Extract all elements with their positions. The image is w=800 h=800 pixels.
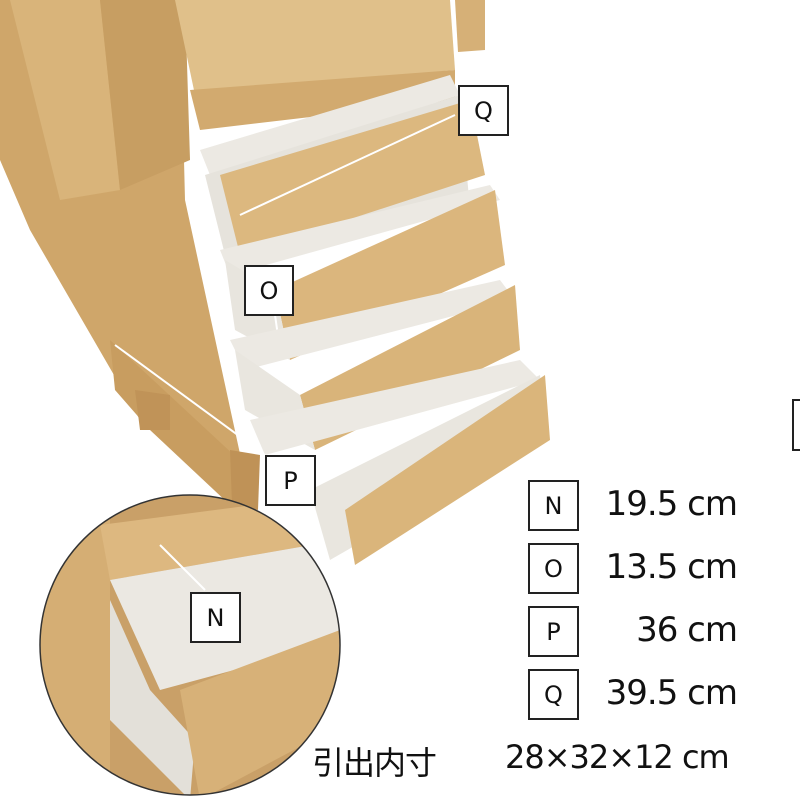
legend-key-q: Q [528, 669, 579, 720]
top-drawer [175, 0, 455, 95]
legend-value-p: 36 cm [636, 610, 738, 650]
legend-value-q: 39.5 cm [605, 673, 738, 713]
partial-label-box [792, 399, 800, 451]
cabinet-post [10, 0, 120, 200]
legend-value-o: 13.5 cm [605, 547, 738, 587]
photo-label-q: Q [458, 85, 509, 136]
legend-key-n: N [528, 480, 579, 531]
inner-size-value: 28×32×12 cm [505, 738, 730, 776]
legend-key-o: O [528, 543, 579, 594]
legend-key-p: P [528, 606, 579, 657]
cabinet-leg [135, 390, 170, 430]
inner-size-label: 引出内寸 [312, 744, 437, 782]
legend-value-n: 19.5 cm [605, 484, 738, 524]
photo-label-p: P [265, 455, 316, 506]
detail-inset [40, 495, 340, 795]
photo-label-o: O [244, 265, 294, 316]
drawer-q-front [220, 100, 485, 255]
cabinet-base [110, 340, 250, 510]
drawer-p-front [345, 375, 550, 565]
photo-label-n: N [190, 592, 241, 643]
